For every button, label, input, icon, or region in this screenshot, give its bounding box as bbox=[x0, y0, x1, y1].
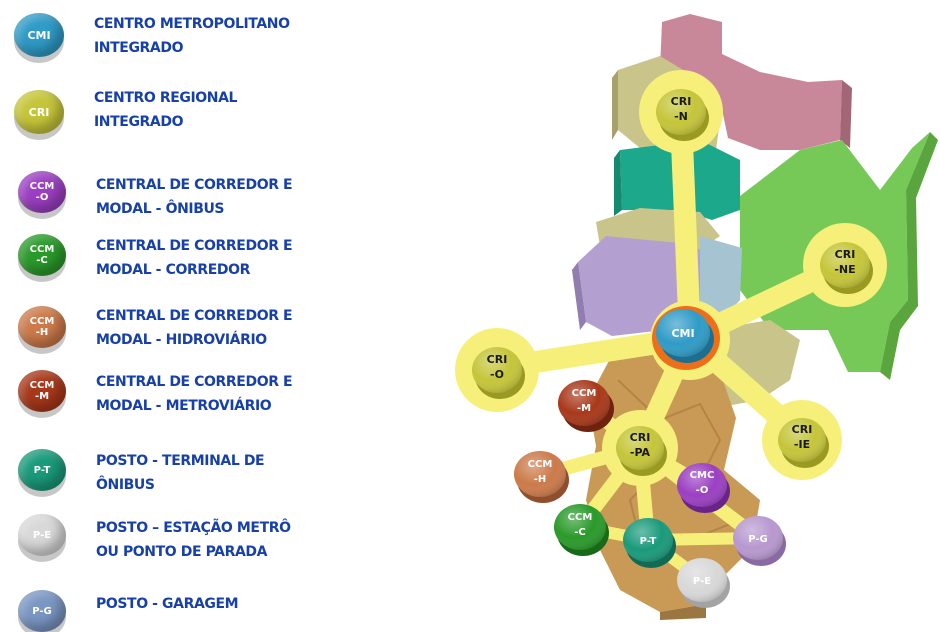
node-label: -O bbox=[696, 485, 709, 496]
node-label: -NE bbox=[834, 263, 855, 276]
nodes: CMI CRI -N CRI -NE CRI -O bbox=[472, 89, 873, 608]
node-ccm-m: CCM -M bbox=[558, 380, 614, 432]
node-label: CMC bbox=[690, 470, 715, 481]
cmi-disc-icon: CMI bbox=[14, 13, 64, 57]
node-label: CCM bbox=[568, 512, 593, 523]
node-p-t: P-T bbox=[623, 518, 676, 568]
node-label: CRI bbox=[630, 431, 651, 444]
node-cri-pa: CRI -PA bbox=[616, 426, 667, 476]
legend-abbr: P-T bbox=[33, 464, 51, 476]
node-label: -N bbox=[674, 110, 688, 123]
region-lilac-side bbox=[572, 262, 586, 330]
node-label: CRI bbox=[487, 353, 508, 366]
p-t-disc-icon: P-T bbox=[18, 449, 66, 491]
legend-label: POSTO - GARAGEM bbox=[96, 596, 239, 612]
node-label: CRI bbox=[671, 95, 692, 108]
node-label: -C bbox=[574, 527, 586, 538]
legend-abbr: CCM -C bbox=[29, 244, 55, 266]
node-label: CCM bbox=[528, 459, 553, 470]
node-ccm-h: CCM -H bbox=[514, 451, 569, 503]
region-khaki-side bbox=[612, 70, 618, 140]
region-north-pink-side bbox=[840, 80, 852, 148]
ccm-c-disc-icon: CCM -C bbox=[18, 234, 66, 276]
node-label: -IE bbox=[794, 438, 810, 451]
node-label: CCM bbox=[572, 388, 597, 399]
node-label: P-T bbox=[640, 536, 657, 547]
legend-abbr: P-E bbox=[32, 529, 52, 541]
node-cri-ne: CRI -NE bbox=[820, 242, 873, 294]
legend-abbr: CCM -H bbox=[29, 316, 55, 338]
region-brown-side bbox=[660, 604, 706, 620]
node-label: P-E bbox=[693, 576, 711, 587]
node-p-e: P-E bbox=[677, 558, 730, 608]
p-e-disc-icon: P-E bbox=[18, 514, 66, 556]
node-cri-n: CRI -N bbox=[656, 89, 709, 141]
region-north-pink bbox=[660, 14, 842, 150]
ccm-o-disc-icon: CCM -O bbox=[18, 171, 66, 213]
legend-abbr: CCM -M bbox=[29, 380, 55, 402]
node-label: -O bbox=[490, 368, 504, 381]
node-label: -M bbox=[577, 403, 591, 414]
legend-abbr: P-G bbox=[32, 605, 52, 617]
legend-abbr: CRI bbox=[28, 105, 50, 119]
node-cri-o: CRI -O bbox=[472, 347, 525, 399]
legend-abbr: CCM -O bbox=[29, 181, 55, 203]
node-label: CRI bbox=[792, 423, 813, 436]
node-p-g: P-G bbox=[733, 516, 786, 566]
node-label: -PA bbox=[630, 446, 651, 459]
cri-disc-icon: CRI bbox=[14, 90, 64, 134]
region-lightblue bbox=[700, 236, 742, 322]
node-cri-ie: CRI -IE bbox=[778, 418, 829, 468]
ccm-m-disc-icon: CCM -M bbox=[18, 370, 66, 412]
node-label: -H bbox=[534, 474, 547, 485]
node-label: P-G bbox=[748, 534, 768, 545]
region-teal-side bbox=[614, 150, 622, 216]
node-label: CMI bbox=[671, 327, 694, 340]
node-ccm-c: CCM -C bbox=[554, 504, 609, 556]
node-cmc-o: CMC -O bbox=[677, 463, 730, 513]
legend-abbr: CMI bbox=[27, 28, 51, 42]
node-label: CRI bbox=[835, 248, 856, 261]
ccm-h-disc-icon: CCM -H bbox=[18, 306, 66, 348]
node-cmi: CMI bbox=[656, 309, 714, 363]
region-green-side bbox=[880, 132, 938, 380]
